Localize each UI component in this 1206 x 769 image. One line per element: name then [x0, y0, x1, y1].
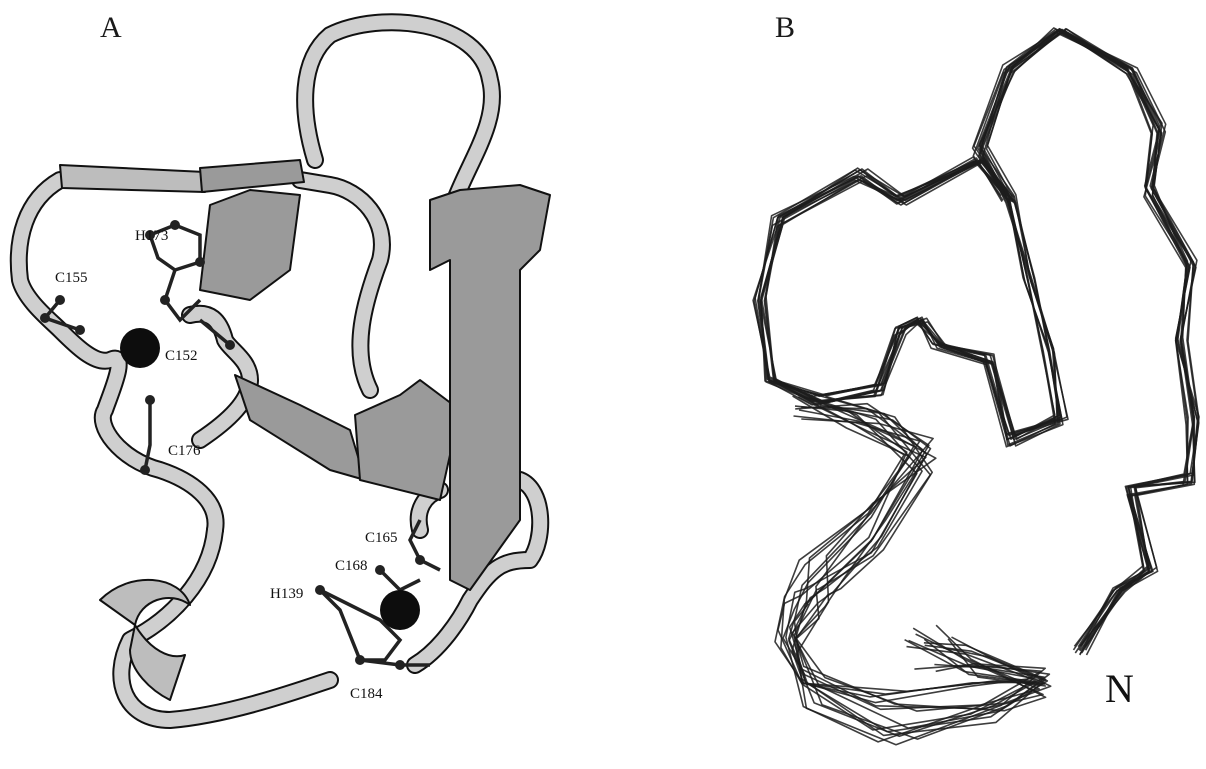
residue-label-h139: H139	[270, 586, 303, 602]
panel-b: B N	[753, 11, 1199, 745]
backbone-trace	[758, 29, 1190, 651]
residue-label-c168: C168	[335, 558, 368, 574]
backbone-trace	[781, 396, 1038, 697]
backbone-trace	[758, 31, 1189, 647]
residue-label-c152: C152	[165, 348, 198, 364]
backbone-trace	[759, 29, 1191, 655]
backbone-trace	[761, 33, 1199, 646]
backbone-trace	[754, 32, 1194, 646]
residue-label-c165: C165	[365, 530, 398, 546]
zinc-ion-1	[120, 328, 160, 368]
backbone-trace	[761, 32, 1199, 646]
panel-b-letter: B	[775, 11, 795, 44]
residue-label-c184: C184	[350, 686, 383, 702]
backbone-trace	[753, 28, 1194, 650]
zinc-ion-2	[380, 590, 420, 630]
backbone-trace	[764, 31, 1195, 647]
backbone-ensemble	[753, 28, 1199, 745]
residue-label-c176: C176	[168, 443, 201, 459]
n-terminus-label: N	[1105, 666, 1134, 711]
beta-strands	[60, 160, 550, 590]
panel-a-letter: A	[100, 11, 122, 44]
panel-a: A	[19, 11, 550, 720]
residue-label-c155: C155	[55, 270, 88, 286]
residue-label-h173: H173	[135, 228, 168, 244]
backbone-trace	[755, 30, 1194, 654]
